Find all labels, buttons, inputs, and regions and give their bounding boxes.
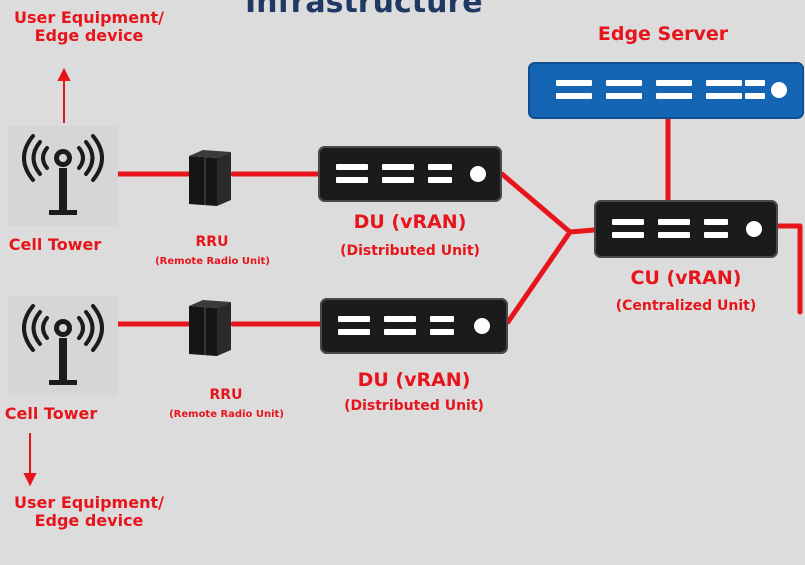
- ue-label-top-line2: Edge device: [34, 26, 144, 46]
- ue-label-bottom-line2: Edge device: [34, 511, 144, 531]
- ue-label-top: User Equipment/ Edge device: [4, 8, 174, 46]
- link-du-top-to-junction: [499, 171, 573, 235]
- du-top-icon: [318, 146, 502, 202]
- du-bottom-sublabel: (Distributed Unit): [344, 398, 484, 414]
- cu-sublabel: (Centralized Unit): [615, 298, 757, 314]
- rru-bottom-icon: [189, 300, 231, 356]
- rru-top-label: RRU: [195, 234, 229, 250]
- arrow-up-head: [57, 67, 71, 81]
- link-du-bottom-to-junction: [505, 229, 573, 325]
- ue-label-bottom: User Equipment/ Edge device: [4, 493, 174, 531]
- du-top-sublabel: (Distributed Unit): [340, 243, 480, 259]
- du-bottom-label: DU (vRAN): [357, 369, 471, 391]
- cu-icon: [594, 200, 778, 258]
- diagram-title: Infrastructure: [245, 0, 483, 20]
- ue-label-top-line1: User Equipment/: [14, 8, 164, 27]
- du-bottom-icon: [320, 298, 508, 354]
- arrow-down-head: [23, 473, 37, 487]
- rru-top-icon: [189, 150, 231, 206]
- ue-label-bottom-line1: User Equipment/: [14, 493, 164, 512]
- link-junction-to-cu: [567, 227, 597, 235]
- cell-tower-top: [8, 126, 118, 226]
- edge-server-label: Edge Server: [597, 23, 729, 45]
- rru-bottom-label: RRU: [209, 387, 243, 403]
- cell-tower-top-label: Cell Tower: [8, 235, 102, 254]
- cu-label: CU (vRAN): [630, 267, 742, 289]
- rru-top-sublabel: (Remote Radio Unit): [155, 256, 270, 267]
- cell-tower-bottom-label: Cell Tower: [4, 404, 98, 423]
- edge-server-icon: [528, 62, 804, 119]
- cell-tower-icon: [22, 304, 104, 385]
- cell-tower-bottom: [8, 296, 118, 396]
- rru-bottom-sublabel: (Remote Radio Unit): [169, 409, 284, 420]
- cell-tower-icon: [22, 134, 104, 215]
- du-top-label: DU (vRAN): [353, 211, 467, 233]
